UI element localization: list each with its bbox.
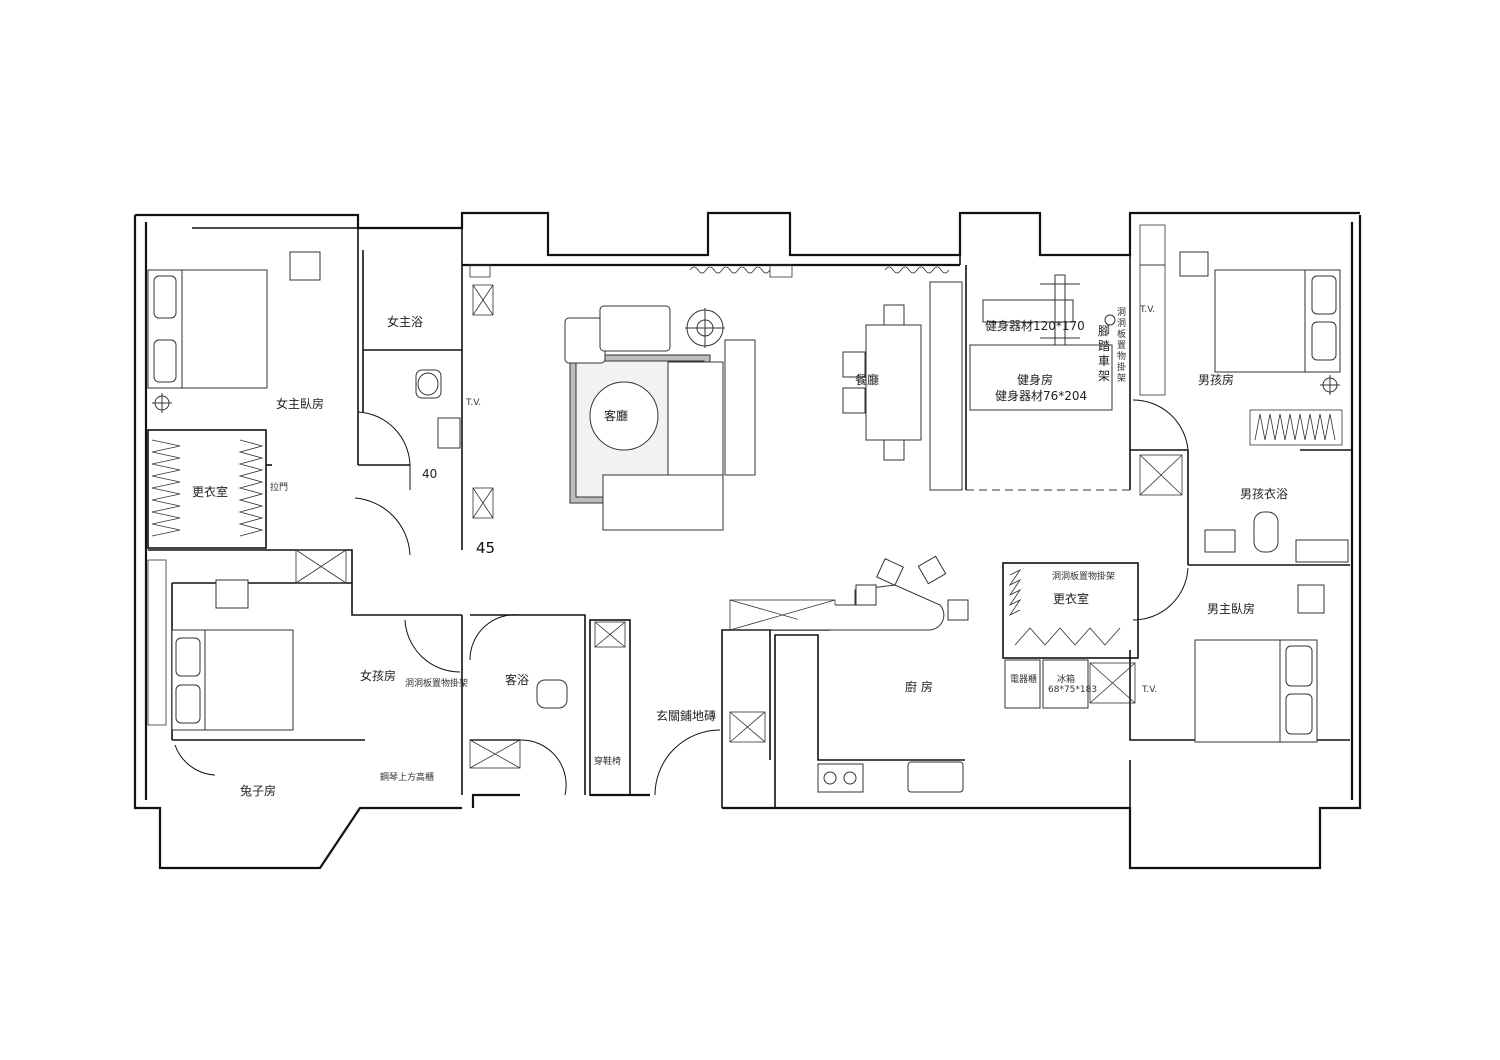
label-master-female-closet: 更衣室: [192, 484, 228, 499]
outer-walls: [133, 211, 1362, 870]
labels: 女主臥房 女主浴 更衣室 女孩房 客浴 兔子房 客廳 餐廳 健身房 男孩房 男孩…: [192, 305, 1288, 798]
note-bike-rack-1: 腳: [1098, 324, 1110, 338]
note-pegboard-2: 洞: [1117, 318, 1126, 329]
label-master-male: 男主臥房: [1207, 601, 1255, 616]
label-boy-room: 男孩房: [1198, 372, 1234, 387]
note-tv-master-female: T.V.: [465, 398, 481, 408]
note-bike-rack-3: 車: [1098, 354, 1110, 368]
note-appliance: 電器櫃: [1010, 673, 1037, 685]
label-master-female-bath: 女主浴: [387, 314, 423, 329]
note-male-closet-pegboard: 洞洞板置物掛架: [1052, 570, 1115, 582]
label-kitchen: 廚 房: [905, 679, 933, 694]
label-master-female: 女主臥房: [276, 396, 324, 411]
note-pull-door: 拉門: [270, 481, 288, 493]
note-pegboard-6: 掛: [1117, 361, 1126, 373]
label-girl-room: 女孩房: [360, 668, 396, 683]
label-boy-bath: 男孩衣浴: [1240, 486, 1288, 501]
note-fridge-dim: 68*75*183: [1048, 685, 1097, 695]
curtains: [469, 264, 950, 278]
note-pegboard-7: 架: [1117, 373, 1126, 384]
living-room-furniture: [564, 305, 756, 531]
note-bike-rack-2: 踏: [1098, 339, 1110, 353]
label-living: 客廳: [604, 408, 628, 423]
cabinets: [295, 284, 1183, 769]
dining-furniture: [842, 281, 963, 491]
lamp-icons: [152, 375, 1340, 413]
label-gym: 健身房: [1017, 372, 1053, 387]
note-bike-rack-4: 架: [1098, 369, 1110, 383]
gym-equipment: [966, 274, 1130, 491]
note-gym-equip-1: 健身器材120*170: [985, 318, 1085, 333]
note-pegboard-5: 物: [1117, 350, 1126, 362]
note-piano-cabinet: 鋼琴上方高櫃: [380, 771, 434, 783]
note-pegboard-1: 洞: [1117, 307, 1126, 318]
label-guest-bath: 客浴: [505, 672, 529, 687]
dim-45: 45: [476, 539, 495, 557]
label-entrance: 玄關鋪地磚: [656, 708, 716, 723]
label-rabbit-room: 兔子房: [240, 783, 276, 798]
note-pegboard-3: 板: [1117, 328, 1126, 340]
label-male-closet: 更衣室: [1053, 591, 1089, 606]
note-gym-equip-2: 健身器材76*204: [995, 388, 1087, 403]
label-dining: 餐廳: [855, 372, 879, 387]
note-shoe-bench: 穿鞋椅: [594, 755, 621, 767]
wardrobes: [147, 224, 1343, 726]
beds: [147, 251, 1341, 743]
note-tv-master-male: T.V.: [1141, 685, 1157, 695]
note-fridge: 冰箱: [1057, 673, 1075, 685]
door-swings: [174, 399, 1189, 796]
bath-fixtures: [415, 369, 1349, 793]
note-tv-boy: T.V.: [1139, 305, 1155, 315]
note-pegboard-4: 置: [1117, 340, 1126, 351]
note-girl-pegboard: 洞洞板置物掛架: [405, 677, 468, 689]
kitchen-island: [770, 555, 969, 631]
dim-40: 40: [422, 467, 437, 481]
interior-walls: [147, 227, 1352, 808]
